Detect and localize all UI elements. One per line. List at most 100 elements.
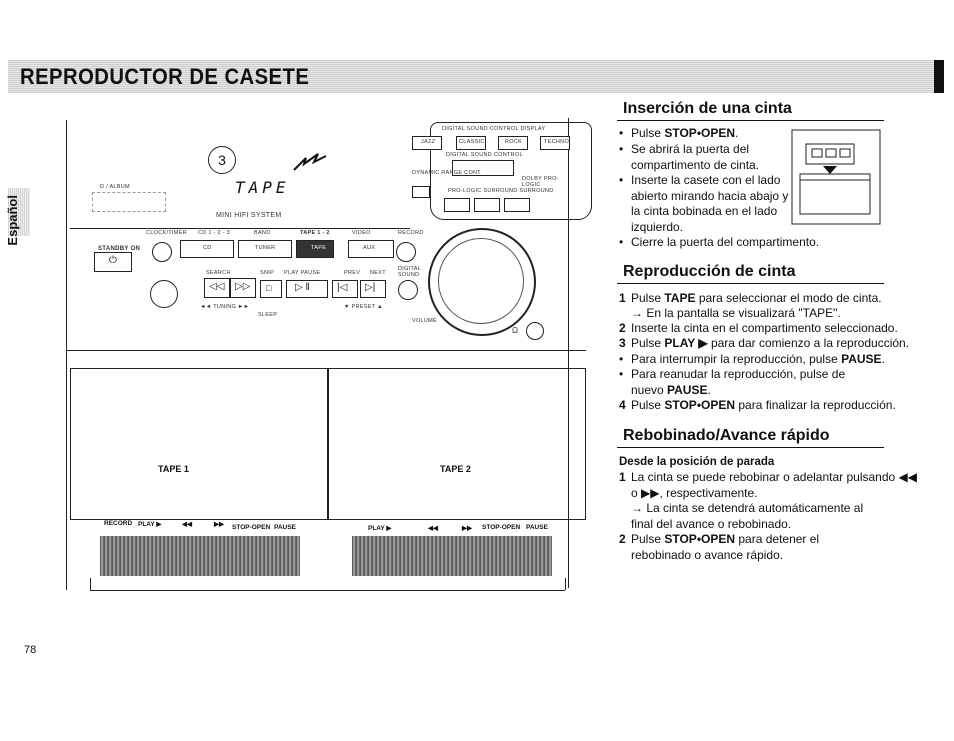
cd-button[interactable]: CD	[180, 240, 234, 258]
section-playback-rule	[617, 283, 884, 284]
base-right	[565, 578, 566, 590]
deck-2-label: TAPE 2	[440, 464, 471, 474]
panel-title: DIGITAL SOUND CONTROL DISPLAY	[442, 126, 546, 132]
surround-button-2[interactable]	[504, 198, 530, 212]
headphone-jack[interactable]	[526, 322, 544, 340]
sound-display-panel	[430, 122, 592, 220]
deck-1-keys[interactable]	[100, 536, 300, 576]
header-endcap	[934, 60, 944, 93]
deck-1-label: TAPE 1	[158, 464, 189, 474]
cassette-insert-illustration	[790, 128, 882, 226]
insert-item-3: Inserte la casete con el lado abierto mi…	[619, 173, 791, 235]
disc-number-icon: 3	[208, 146, 236, 174]
playback-step-1-result: → En la pantalla se visualizará "TAPE".	[631, 306, 841, 320]
dynamic-range-button[interactable]	[412, 186, 430, 198]
base-left	[90, 578, 91, 590]
disc-label: D / ALBUM	[100, 184, 130, 190]
volume-knob[interactable]	[428, 228, 536, 336]
display-readout: TAPE	[235, 178, 290, 197]
signal-wave-icon	[292, 150, 328, 172]
volume-label: VOLUME	[412, 318, 438, 324]
deck-1-record-label: RECORD	[104, 520, 133, 527]
deck-2-stop-label: STOP-OPEN	[482, 524, 521, 531]
standby-label: STANDBY ON	[98, 246, 141, 252]
clock-knob[interactable]	[152, 242, 172, 262]
section-rewind-title: Rebobinado/Avance rápido	[623, 427, 830, 444]
play-pause-label: PLAY PAUSE	[284, 270, 321, 276]
standby-button[interactable]: ⏻	[94, 252, 132, 272]
deck-1-play-label: PLAY ▶	[138, 521, 162, 528]
dsc-rock-button[interactable]: ROCK	[498, 136, 528, 150]
deck-1-door[interactable]	[70, 368, 328, 520]
video-label: VIDEO	[352, 230, 371, 236]
dsc-sub-label: DIGITAL SOUND CONTROL	[446, 152, 523, 158]
deck-2-rewind-label: ◀◀	[428, 525, 438, 532]
system-label: MINI HIFI SYSTEM	[216, 212, 282, 219]
hifi-system-illustration: DIGITAL SOUND CONTROL DISPLAY JAZZ CLASS…	[60, 118, 600, 610]
page-title: REPRODUCTOR DE CASETE	[20, 64, 310, 89]
deck-2-keys[interactable]	[352, 536, 552, 576]
preset-label: ▼ PRESET ▲	[344, 304, 383, 310]
aux-button[interactable]: AUX	[348, 240, 394, 258]
dsc-techno-button[interactable]: TECHNO	[540, 136, 570, 150]
prev-button[interactable]: |◁	[332, 280, 358, 298]
tuner-button[interactable]: TUNER	[238, 240, 292, 258]
deck-2-ff-label: ▶▶	[462, 525, 472, 532]
surround-button-1[interactable]	[474, 198, 500, 212]
prologic-button[interactable]	[444, 198, 470, 212]
next-button[interactable]: ▷|	[360, 280, 386, 298]
insert-item-1: Pulse STOP•OPEN.	[619, 126, 738, 142]
deck-1-pause-label: PAUSE	[274, 524, 296, 531]
side-tab	[8, 188, 30, 236]
tuning-knob[interactable]	[150, 280, 178, 308]
next-label: NEXT	[370, 270, 386, 276]
tape-label: TAPE 1 - 2	[300, 230, 330, 236]
dolby-label: DOLBY PRO-LOGIC	[522, 176, 559, 188]
record-label: RECORD	[398, 230, 424, 236]
insert-item-2: Se abrirá la puerta del compartimento de…	[619, 142, 776, 173]
volume-knob-inner	[438, 238, 524, 324]
deck-1-ff-label: ▶▶	[214, 521, 224, 528]
dsc-jazz-button[interactable]: JAZZ	[412, 136, 442, 150]
record-knob[interactable]	[396, 242, 416, 262]
dsc-level-indicator	[452, 160, 514, 176]
disc-tray-slot	[92, 192, 166, 212]
section-playback-title: Reproducción de cinta	[623, 263, 796, 280]
snip-label: SNIP	[260, 270, 275, 276]
deck-2-door[interactable]	[328, 368, 586, 520]
body-right-edge	[568, 118, 569, 588]
header-band	[8, 60, 944, 93]
digital-sound-label: DIGITAL SOUND	[398, 266, 421, 278]
section-insert-rule	[617, 120, 884, 121]
sleep-label: SLEEP	[258, 312, 278, 318]
playback-bullet-pause: Para interrumpir la reproducción, pulse …	[619, 352, 885, 368]
deck-2-play-label: PLAY ▶	[368, 525, 392, 532]
body-left-edge	[66, 120, 67, 590]
stop-button[interactable]: □	[260, 280, 282, 298]
section-insert-title: Inserción de una cinta	[623, 100, 792, 117]
digital-sound-knob[interactable]	[398, 280, 418, 300]
headphone-icon: Ω	[512, 326, 519, 335]
deck-1-rewind-label: ◀◀	[182, 521, 192, 528]
language-tab-label: Español	[5, 195, 20, 246]
base-line	[90, 590, 565, 591]
rewind-subtitle: Desde la posición de parada	[619, 456, 775, 468]
search-forward-button[interactable]: ▷▷	[230, 278, 256, 298]
dsc-classic-button[interactable]: CLASSIC	[456, 136, 486, 150]
search-back-button[interactable]: ◁◁	[204, 278, 230, 298]
playback-bullet-resume: Para reanudar la reproducción, pulse de …	[619, 367, 861, 398]
rewind-step-1-result: → La cinta se detendrá automáticamente a…	[631, 501, 864, 531]
prev-label: PREV	[344, 270, 361, 276]
play-pause-button[interactable]: ▷ ‖	[286, 280, 328, 298]
dynamic-label: DYNAMIC RANGE CONT	[412, 170, 481, 176]
deck-1-stop-label: STOP-OPEN	[232, 524, 271, 531]
tape-button[interactable]: TAPE	[296, 240, 334, 258]
panel-divider	[66, 350, 586, 351]
page-number: 78	[24, 644, 37, 656]
